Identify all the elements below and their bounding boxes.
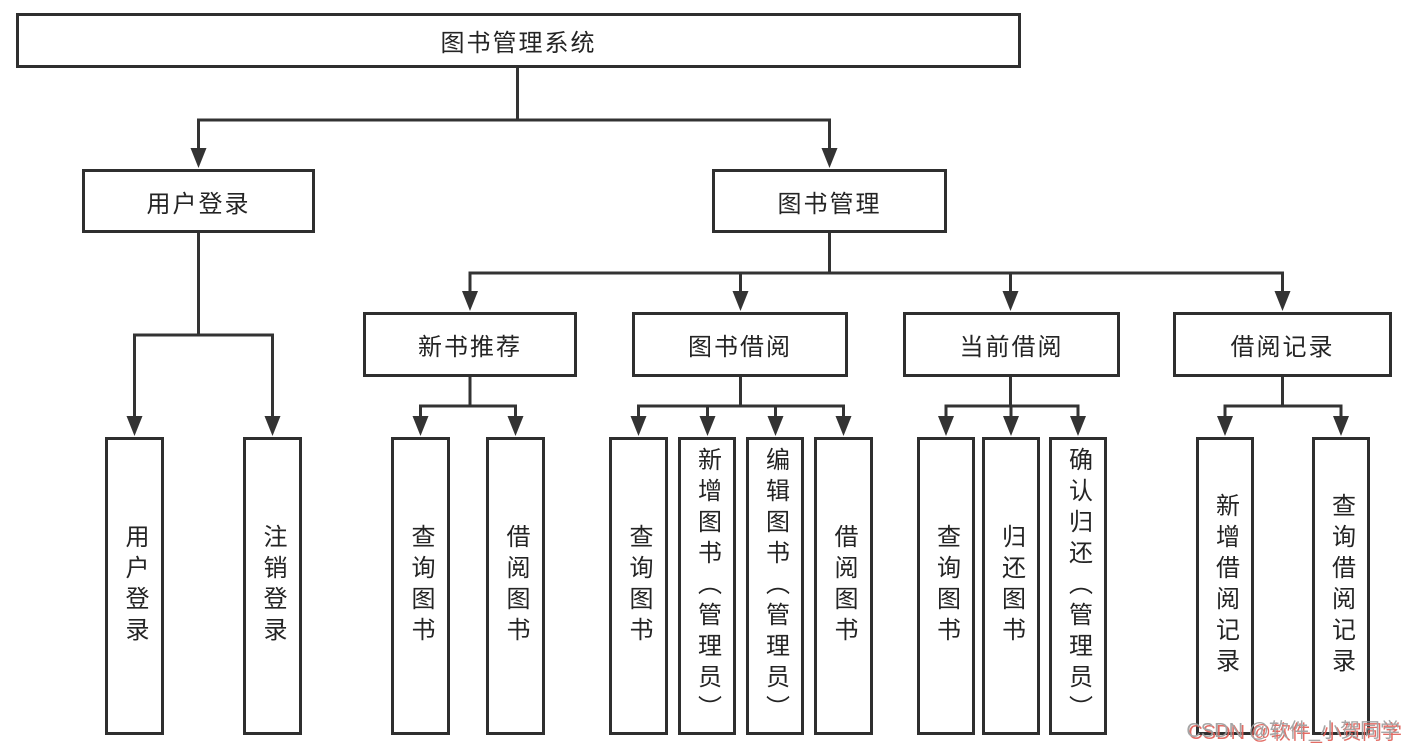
- node-label: 图书管理系统: [440, 30, 597, 57]
- node-label: 注销登录: [259, 524, 286, 648]
- arrow-down-icon: [264, 416, 281, 436]
- leaf-query-books-borrow: 查询图书: [609, 437, 668, 735]
- leaf-query-borrow-record: 查询借阅记录: [1312, 437, 1370, 735]
- node-label: 新书推荐: [418, 334, 522, 361]
- arrow-down-icon: [835, 416, 852, 436]
- arrow-down-icon: [412, 416, 429, 436]
- arrow-down-icon: [699, 416, 716, 436]
- leaf-borrow-books: 借阅图书: [814, 437, 873, 735]
- node-book-management: 图书管理: [712, 169, 947, 233]
- node-label: 查询图书: [407, 524, 434, 648]
- node-label: 归还图书: [997, 524, 1025, 648]
- node-label: 新增借阅记录: [1211, 493, 1239, 679]
- arrow-down-icon: [821, 148, 838, 168]
- leaf-edit-book-admin: 编辑图书（管理员）: [746, 437, 804, 735]
- watermark: CSDN @软件_小贺同学: [1186, 720, 1400, 742]
- arrow-down-icon: [938, 416, 954, 436]
- arrow-down-icon: [462, 291, 478, 311]
- node-current-borrow: 当前借阅: [903, 312, 1120, 377]
- arrow-down-icon: [767, 416, 784, 436]
- leaf-query-books-recommend: 查询图书: [391, 437, 450, 735]
- node-label: 编辑图书（管理员）: [761, 446, 789, 726]
- leaf-borrow-books-recommend: 借阅图书: [486, 437, 545, 735]
- node-label: 图书借阅: [688, 334, 792, 361]
- node-label: 借阅图书: [502, 524, 529, 648]
- node-label: 查询图书: [625, 524, 652, 648]
- node-label: 新增图书（管理员）: [693, 446, 721, 726]
- node-library-system: 图书管理系统: [16, 13, 1021, 68]
- arrow-down-icon: [732, 291, 749, 311]
- arrow-down-icon: [1070, 416, 1086, 436]
- node-label: 当前借阅: [959, 334, 1064, 361]
- arrow-down-icon: [126, 416, 143, 436]
- node-label: 图书管理: [777, 190, 882, 218]
- arrow-down-icon: [1003, 416, 1019, 436]
- node-label: 用户登录: [121, 524, 148, 648]
- node-book-borrow: 图书借阅: [632, 312, 848, 377]
- node-label: 查询图书: [932, 524, 960, 648]
- arrow-down-icon: [1002, 291, 1019, 311]
- leaf-query-books-current: 查询图书: [917, 437, 975, 735]
- arrow-down-icon: [1217, 416, 1233, 436]
- node-borrow-records: 借阅记录: [1173, 312, 1392, 377]
- arrow-down-icon: [1274, 291, 1291, 311]
- leaf-user-login: 用户登录: [105, 437, 164, 735]
- node-new-book-recommend: 新书推荐: [363, 312, 577, 377]
- node-label: 借阅记录: [1230, 334, 1335, 361]
- leaf-return-books: 归还图书: [982, 437, 1040, 735]
- leaf-add-book-admin: 新增图书（管理员）: [678, 437, 736, 735]
- node-label: 借阅图书: [830, 524, 857, 648]
- arrow-down-icon: [190, 148, 207, 168]
- leaf-logout: 注销登录: [243, 437, 302, 735]
- node-label: 确认归还（管理员）: [1064, 446, 1092, 726]
- node-label: 用户登录: [146, 190, 251, 218]
- arrow-down-icon: [630, 416, 647, 436]
- arrow-down-icon: [1333, 416, 1349, 436]
- leaf-confirm-return-admin: 确认归还（管理员）: [1049, 437, 1107, 735]
- node-label: 查询借阅记录: [1327, 493, 1355, 679]
- leaf-add-borrow-record: 新增借阅记录: [1196, 437, 1254, 735]
- node-user-login: 用户登录: [82, 169, 315, 233]
- arrow-down-icon: [507, 416, 524, 436]
